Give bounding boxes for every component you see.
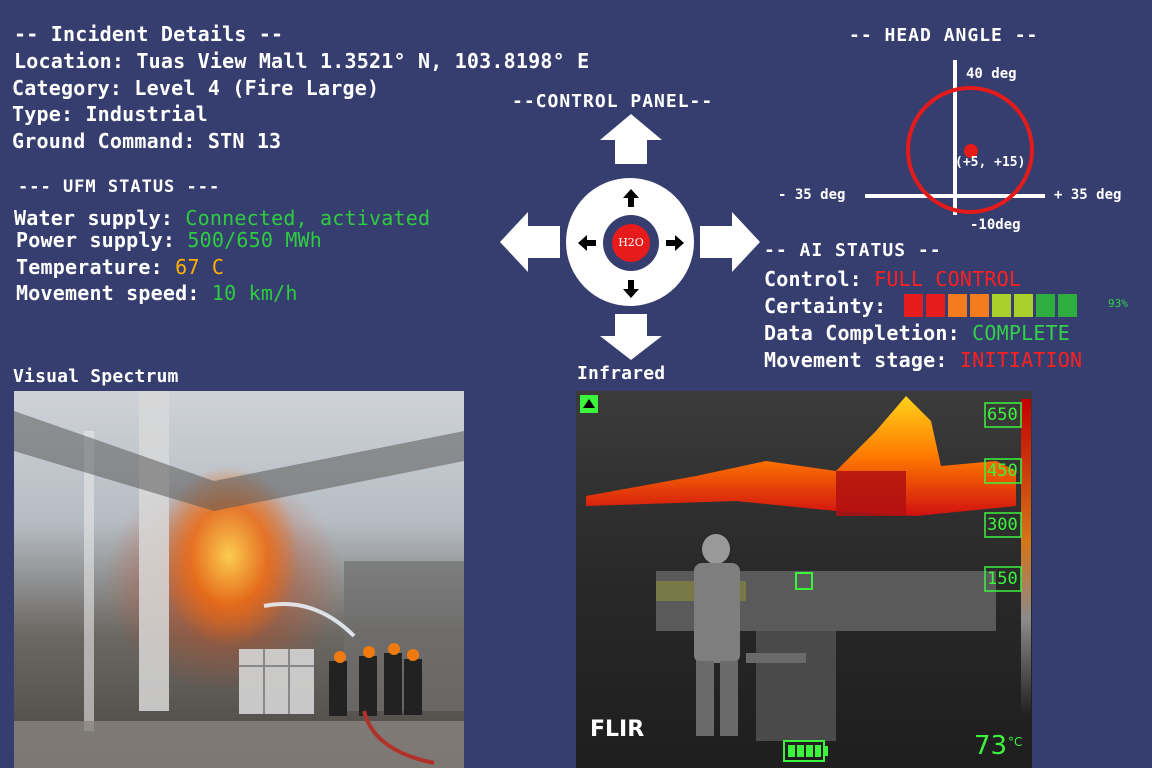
- arrow-up-icon: [600, 114, 662, 164]
- move-down-arrow[interactable]: [600, 314, 662, 360]
- infrared-scene-shapes: [580, 395, 1031, 762]
- ai-control-row: Control: FULL CONTROL: [764, 267, 1021, 291]
- power-supply-row: Power supply: 500/650 MWh: [16, 228, 322, 252]
- certainty-segment: [1014, 294, 1033, 317]
- incident-ground-command: Ground Command: STN 13: [12, 129, 282, 153]
- incident-category: Category: Level 4 (Fire Large): [12, 76, 380, 100]
- movement-speed-label: Movement speed:: [16, 281, 200, 305]
- water-supply-row: Water supply: Connected, activated: [14, 206, 430, 230]
- movement-stage-value: INITIATION: [959, 348, 1083, 372]
- arrow-right-icon: [700, 212, 760, 272]
- certainty-segment: [1036, 294, 1055, 317]
- visual-spectrum-title: Visual Spectrum: [13, 366, 179, 387]
- movement-speed-row: Movement speed: 10 km/h: [16, 281, 298, 305]
- flir-logo: FLIR: [590, 717, 645, 742]
- head-angle-bottom-label: -10deg: [970, 217, 1021, 233]
- arrow-left-icon: [500, 212, 560, 272]
- ai-control-label: Control:: [764, 267, 862, 291]
- move-left-arrow[interactable]: [500, 212, 560, 272]
- certainty-value: 93%: [1108, 297, 1128, 310]
- temperature-label: Temperature:: [16, 255, 163, 279]
- data-completion-value: COMPLETE: [972, 321, 1071, 345]
- ir-scale-300: 300: [987, 515, 1018, 535]
- head-angle-range-circle: [906, 86, 1034, 214]
- head-angle-right-label: + 35 deg: [1054, 187, 1122, 203]
- arrow-down-icon: [600, 314, 662, 360]
- ir-target-reticle: [795, 572, 813, 590]
- incident-type: Type: Industrial: [12, 102, 208, 126]
- move-right-arrow[interactable]: [700, 212, 760, 272]
- infrared-title: Infrared: [577, 363, 666, 384]
- ai-certainty-label: Certainty:: [764, 294, 887, 318]
- nudge-down-icon[interactable]: [623, 280, 639, 298]
- certainty-segment: [992, 294, 1011, 317]
- ir-scale-150: 150: [987, 569, 1018, 589]
- infrared-feed: 650 450 300 150 FLIR 73 °C: [576, 391, 1032, 768]
- head-angle-crosshair: [865, 60, 1045, 215]
- temperature-row: Temperature: 67 C: [16, 255, 224, 279]
- nudge-left-icon[interactable]: [578, 235, 596, 251]
- ir-temperature-unit: °C: [1008, 735, 1023, 749]
- power-supply-value: 500/650 MWh: [187, 228, 323, 252]
- h2o-spray-button[interactable]: H2O: [612, 224, 650, 262]
- ir-temperature-value: 73: [974, 731, 1008, 761]
- power-supply-label: Power supply:: [16, 228, 176, 252]
- ai-control-value: FULL CONTROL: [874, 267, 1022, 291]
- head-position-readout: (+5, +15): [955, 155, 1026, 170]
- data-completion-row: Data Completion: COMPLETE: [764, 321, 1070, 345]
- head-angle-top-label: 40 deg: [966, 66, 1017, 82]
- temperature-value: 67 C: [175, 255, 225, 279]
- visual-scene-shapes: [14, 391, 464, 768]
- head-angle-left-label: - 35 deg: [778, 187, 846, 203]
- certainty-segment: [948, 294, 967, 317]
- incident-header: -- Incident Details --: [14, 22, 284, 46]
- certainty-bar: [904, 294, 1077, 317]
- movement-stage-label: Movement stage:: [764, 348, 948, 372]
- head-angle-header: -- HEAD ANGLE --: [849, 25, 1039, 46]
- head-position-dot: [964, 144, 978, 158]
- visual-spectrum-feed: [14, 391, 464, 768]
- control-panel-header: --CONTROL PANEL--: [512, 91, 714, 112]
- ufm-header: --- UFM STATUS ---: [18, 177, 221, 197]
- data-completion-label: Data Completion:: [764, 321, 960, 345]
- incident-location: Location: Tuas View Mall 1.3521° N, 103.…: [14, 49, 590, 73]
- nudge-up-icon[interactable]: [623, 189, 639, 207]
- movement-speed-value: 10 km/h: [211, 281, 298, 305]
- certainty-segment: [1058, 294, 1077, 317]
- water-supply-label: Water supply:: [14, 206, 174, 230]
- move-up-arrow[interactable]: [600, 114, 662, 164]
- nudge-right-icon[interactable]: [666, 235, 684, 251]
- movement-stage-row: Movement stage: INITIATION: [764, 348, 1082, 372]
- ir-scale-650: 650: [987, 405, 1018, 425]
- ir-mode-icon: [583, 399, 595, 408]
- certainty-segment: [970, 294, 989, 317]
- certainty-segment: [926, 294, 945, 317]
- ai-status-header: -- AI STATUS --: [764, 240, 942, 261]
- water-supply-value: Connected, activated: [185, 206, 431, 230]
- certainty-segment: [904, 294, 923, 317]
- ir-scale-450: 450: [987, 461, 1018, 481]
